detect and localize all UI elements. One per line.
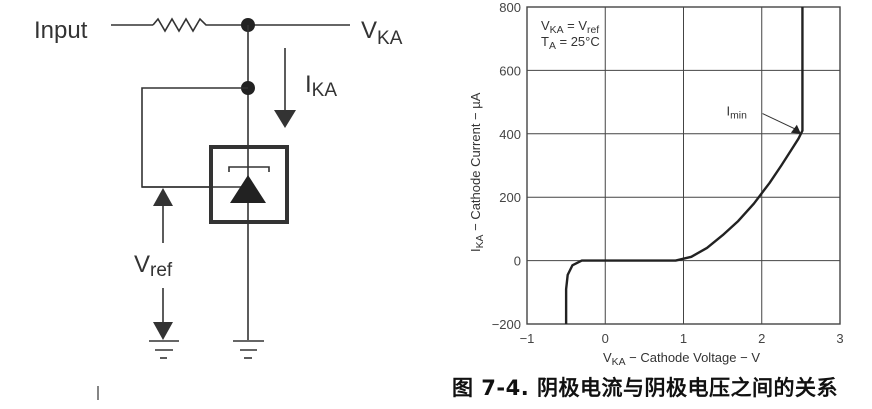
arrow-down-icon (153, 322, 173, 340)
condition-label: TA = 25°C (541, 34, 600, 52)
y-tick-label: 600 (499, 63, 521, 78)
ika-label: IKA (305, 71, 337, 101)
x-tick-label: 1 (680, 331, 687, 346)
diode-triangle (230, 175, 266, 203)
series-line (564, 7, 804, 324)
arrow-up-icon (153, 188, 173, 206)
vka-label: VKA (361, 17, 403, 49)
imin-arrow (762, 113, 798, 131)
y-tick-label: 400 (499, 127, 521, 142)
y-tick-label: 200 (499, 190, 521, 205)
x-tick-label: 3 (836, 331, 843, 346)
ground-icon (149, 340, 179, 359)
y-axis-label-group: IKA − Cathode Current − µA (468, 92, 486, 252)
y-tick-label: 800 (499, 0, 521, 15)
cathode-bar (228, 166, 270, 172)
circuit-diagram: Input VKA IKA Vref (34, 17, 403, 400)
ground-icon (233, 340, 264, 359)
x-tick-label: 2 (758, 331, 765, 346)
y-tick-label: 0 (514, 254, 521, 269)
resistor (152, 17, 248, 33)
x-tick-label: −1 (520, 331, 535, 346)
arrow-down-icon (274, 110, 296, 128)
condition-label: VKA = Vref (541, 18, 599, 36)
input-label: Input (34, 17, 88, 44)
y-axis-label: IKA − Cathode Current − µA (468, 92, 486, 252)
x-axis-label: VKA − Cathode Voltage − V (603, 350, 760, 368)
arrowhead-icon (790, 124, 801, 134)
y-tick-label: −200 (492, 317, 521, 332)
plot-frame (526, 6, 841, 325)
vref-label: Vref (134, 251, 173, 281)
imin-label: Imin (727, 104, 748, 122)
figure-caption: 图 7-4. 阴极电流与阴极电压之间的关系 (452, 376, 839, 400)
x-tick-label: 0 (602, 331, 609, 346)
